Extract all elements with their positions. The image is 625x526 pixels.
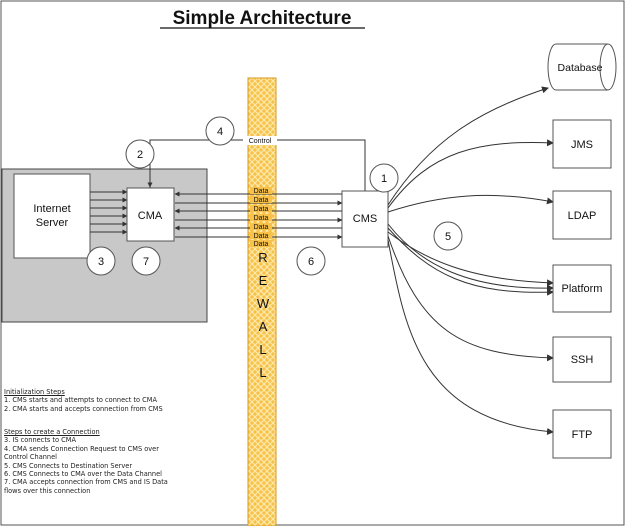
control-label: Control: [249, 138, 272, 145]
conn-step: flows over this connection: [4, 486, 91, 495]
ssh-label: SSH: [571, 354, 594, 366]
firewall-letter: A: [259, 319, 268, 334]
firewall-bar: [247, 77, 277, 526]
step-circle: [125, 139, 155, 169]
step-number: 3: [98, 256, 104, 268]
platform-label: Platform: [562, 283, 603, 295]
firewall-letter: L: [259, 365, 266, 380]
cms-label: CMS: [353, 213, 377, 225]
conn-step: 7. CMA accepts connection from CMS and I…: [4, 478, 168, 487]
cms-destination-links: [387, 86, 554, 435]
conn-step: Control Channel: [4, 453, 58, 462]
step-circle: [205, 116, 235, 146]
step-number: 4: [217, 126, 223, 138]
step-circle: [369, 163, 399, 193]
data-label: Data: [254, 197, 269, 204]
platform-box: [552, 264, 612, 313]
firewall-letters: R E W A L L: [257, 250, 270, 380]
step-number: 1: [381, 173, 387, 185]
ftp-box: [552, 409, 612, 459]
data-label: Data: [254, 215, 269, 222]
jms-label: JMS: [571, 139, 593, 151]
database-label: Database: [558, 62, 603, 74]
init-step: 1. CMS starts and attempts to connect to…: [4, 396, 157, 405]
firewall-letter: E: [259, 273, 268, 288]
data-label: Data: [254, 233, 269, 240]
conn-step: 6. CMS Connects to CMA over the Data Cha…: [4, 470, 162, 479]
ftp-label: FTP: [572, 429, 593, 441]
ssh-box: [552, 336, 612, 383]
data-label: Data: [254, 188, 269, 195]
internet-server-label-line1: Internet: [33, 203, 70, 215]
firewall-letter: W: [257, 296, 270, 311]
step-circle: [86, 246, 116, 276]
step-number: 5: [445, 231, 451, 243]
data-channels: Data Data Data Data Data Data Data: [174, 187, 343, 248]
cma-box: [126, 187, 175, 242]
init-heading: Initialization Steps: [4, 388, 65, 396]
conn-heading: Steps to create a Connection: [4, 428, 100, 436]
step-number: 7: [143, 256, 149, 268]
conn-step: 5. CMS Connects to Destination Server: [4, 461, 133, 470]
ldap-box: [552, 190, 612, 240]
firewall-letter: L: [259, 342, 266, 357]
cma-label: CMA: [138, 210, 163, 222]
internet-server-box: [13, 173, 91, 259]
ldap-label: LDAP: [568, 210, 597, 222]
step-markers: [86, 116, 463, 276]
step-circle: [296, 246, 326, 276]
firewall-letter: R: [258, 250, 267, 265]
data-label: Data: [254, 224, 269, 231]
step-circle: [433, 221, 463, 251]
step-number: 6: [308, 256, 314, 268]
connection-notes: Steps to create a Connection 3. IS conne…: [4, 428, 168, 495]
internet-server-label-line2: Server: [36, 217, 69, 229]
database-node: Database: [547, 43, 617, 91]
is-to-cma-arrows: [90, 189, 128, 235]
jms-box: [552, 119, 612, 169]
data-label: Data: [254, 241, 269, 248]
step-number: 2: [137, 149, 143, 161]
initialization-notes: Initialization Steps 1. CMS starts and a…: [4, 388, 163, 413]
data-label: Data: [254, 206, 269, 213]
init-step: 2. CMA starts and accepts connection fro…: [4, 404, 163, 413]
step-circle: [131, 246, 161, 276]
conn-step: 3. IS connects to CMA: [4, 436, 76, 445]
conn-step: 4. CMA sends Connection Request to CMS o…: [4, 444, 159, 453]
diagram-title: Simple Architecture: [173, 8, 352, 29]
